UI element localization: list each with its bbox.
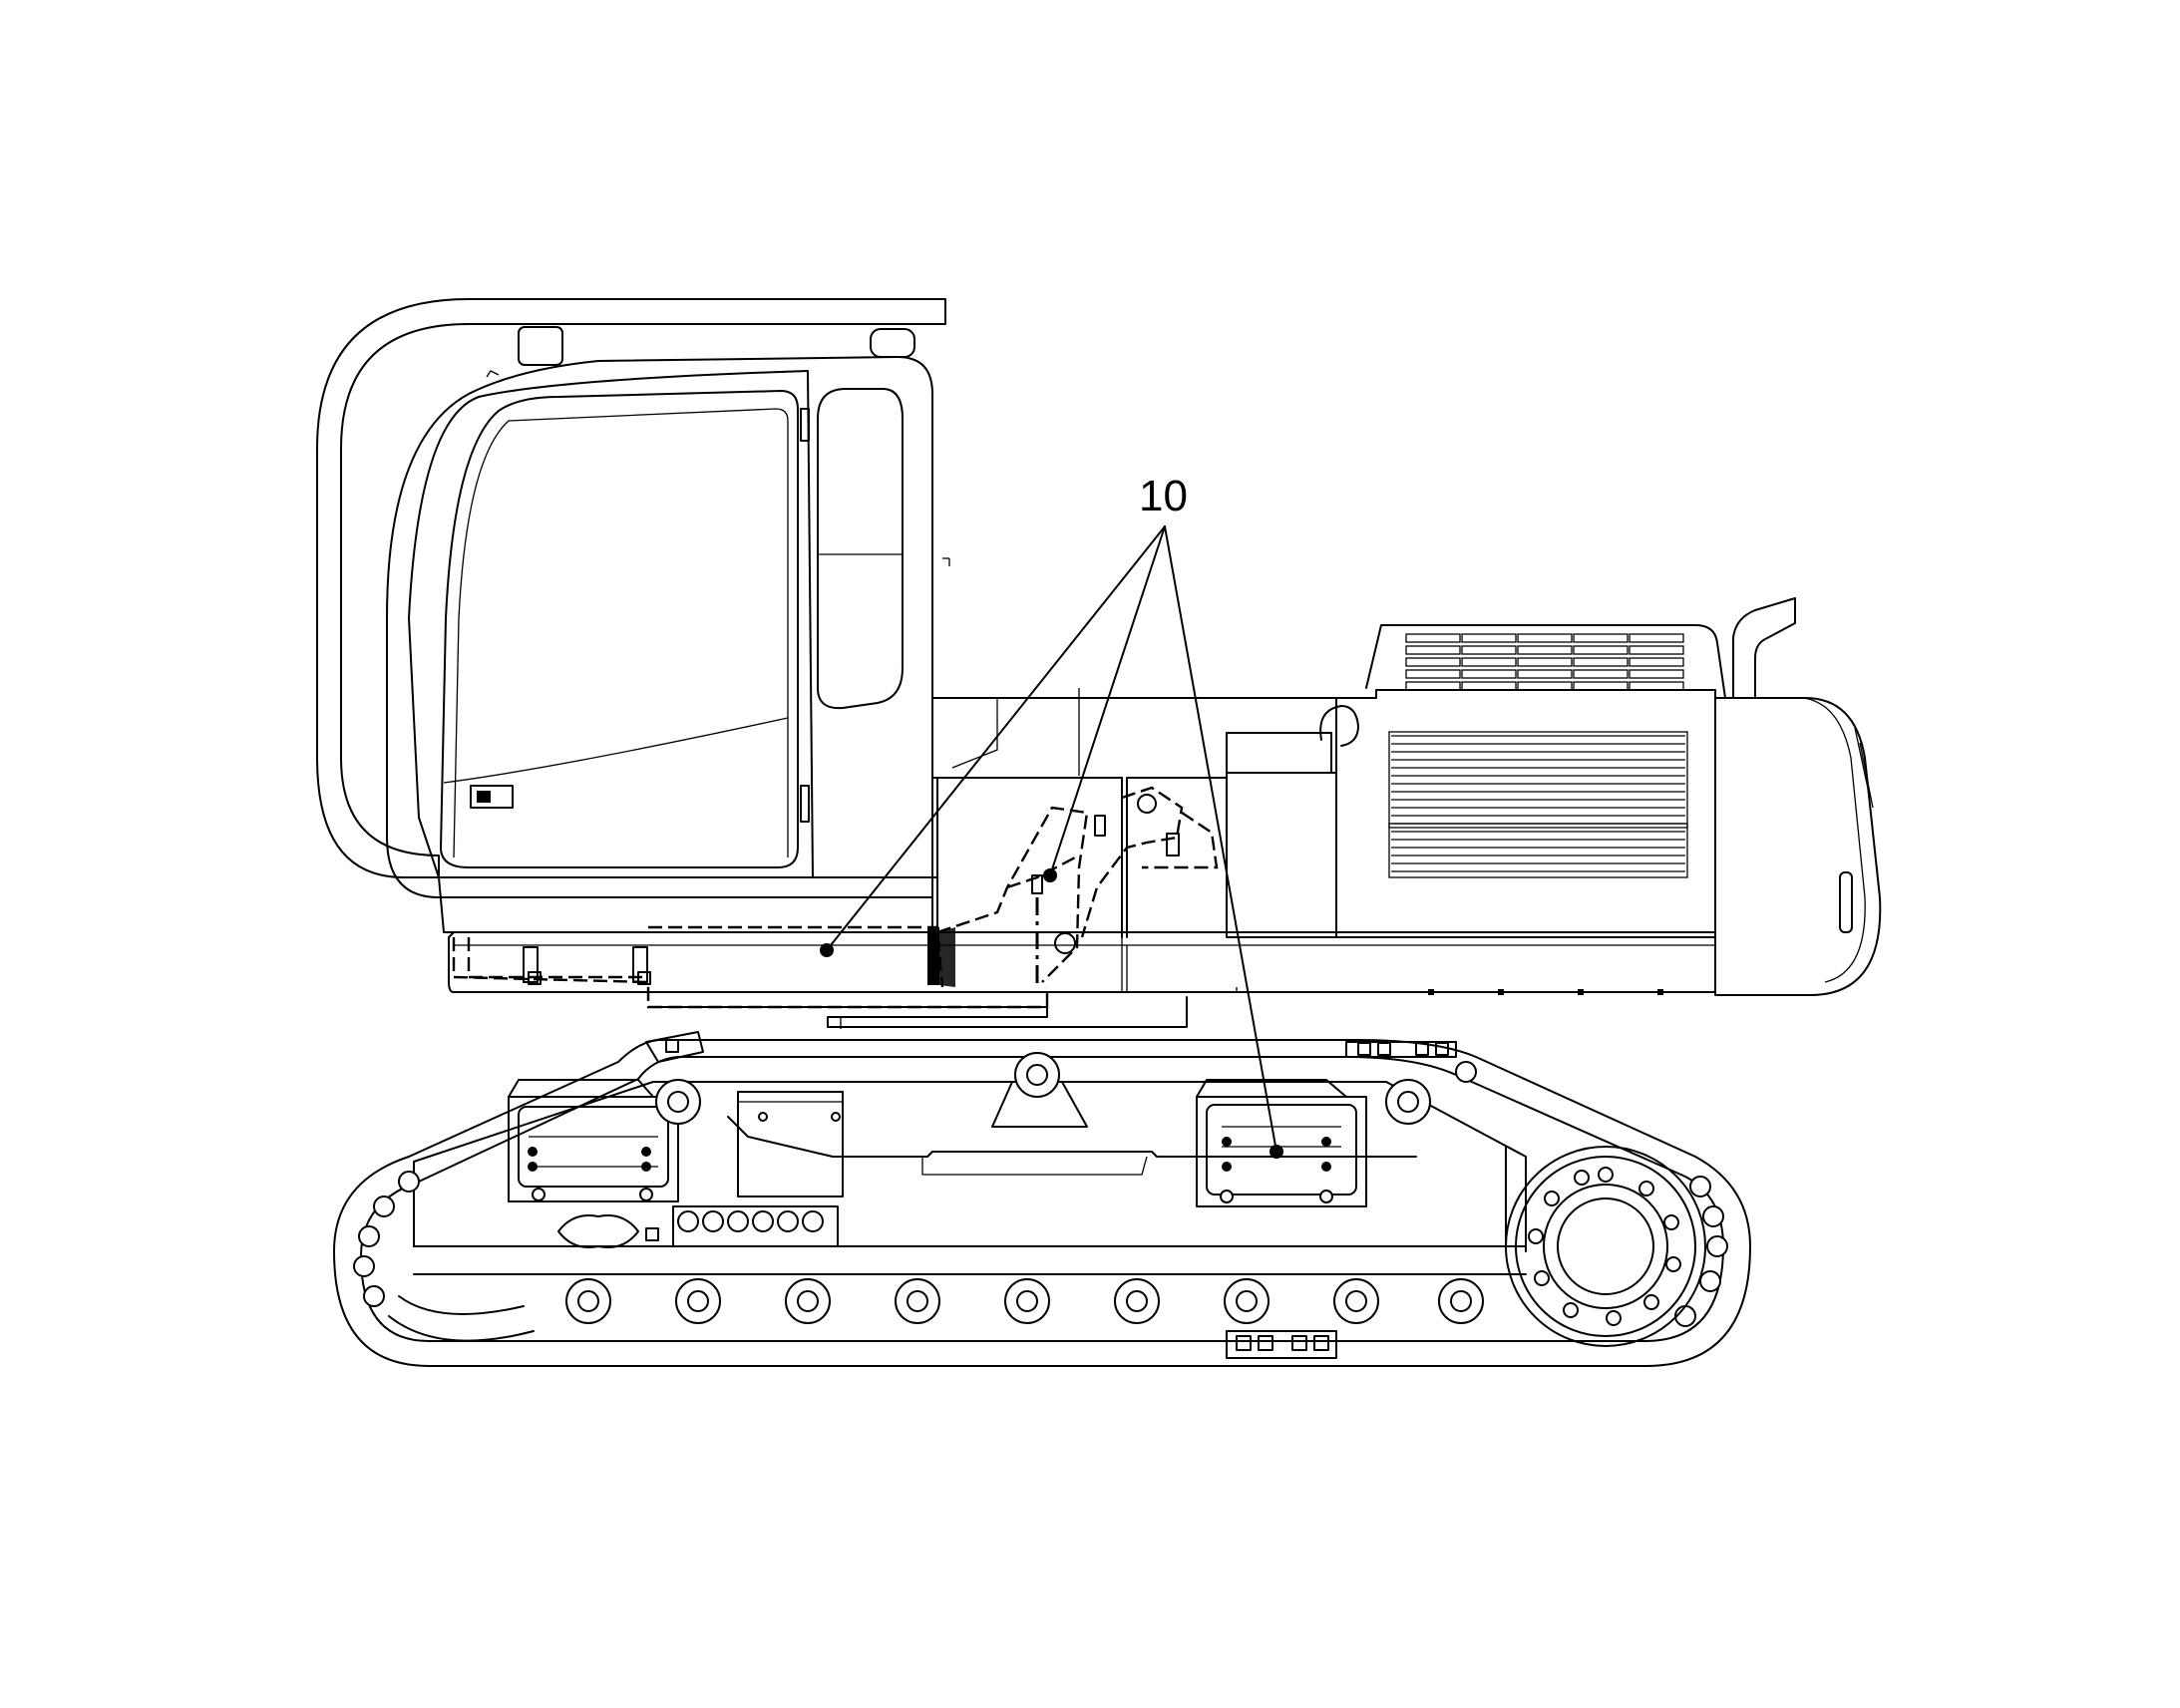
leader-line-2 [1049, 525, 1166, 876]
hidden-boom-linkage [467, 786, 1219, 988]
hood-vent-slats [1405, 633, 1684, 691]
drive-sprocket [1505, 1146, 1706, 1347]
leader-line-3 [1164, 525, 1277, 1153]
side-louvers-lower [1388, 823, 1688, 878]
leader-line-1 [826, 525, 1166, 951]
callout-point-2 [1043, 868, 1057, 882]
front-idler [388, 1295, 535, 1342]
callout-10: 10 [820, 472, 1283, 1159]
track-rollers [565, 1278, 1484, 1324]
callout-point-1 [820, 943, 834, 957]
upper-structure [448, 597, 1882, 1029]
side-louvers-upper [1388, 731, 1688, 829]
recoil-spring [672, 1205, 839, 1247]
carrier-rollers [655, 1052, 1431, 1128]
track-guard-left [508, 1079, 679, 1202]
track-shoe-links [353, 1031, 1728, 1359]
track-guard-right [1196, 1079, 1367, 1207]
callout-point-3 [1270, 1145, 1283, 1159]
cab [316, 298, 950, 933]
undercarriage [333, 1031, 1751, 1367]
callout-label: 10 [1139, 472, 1188, 520]
